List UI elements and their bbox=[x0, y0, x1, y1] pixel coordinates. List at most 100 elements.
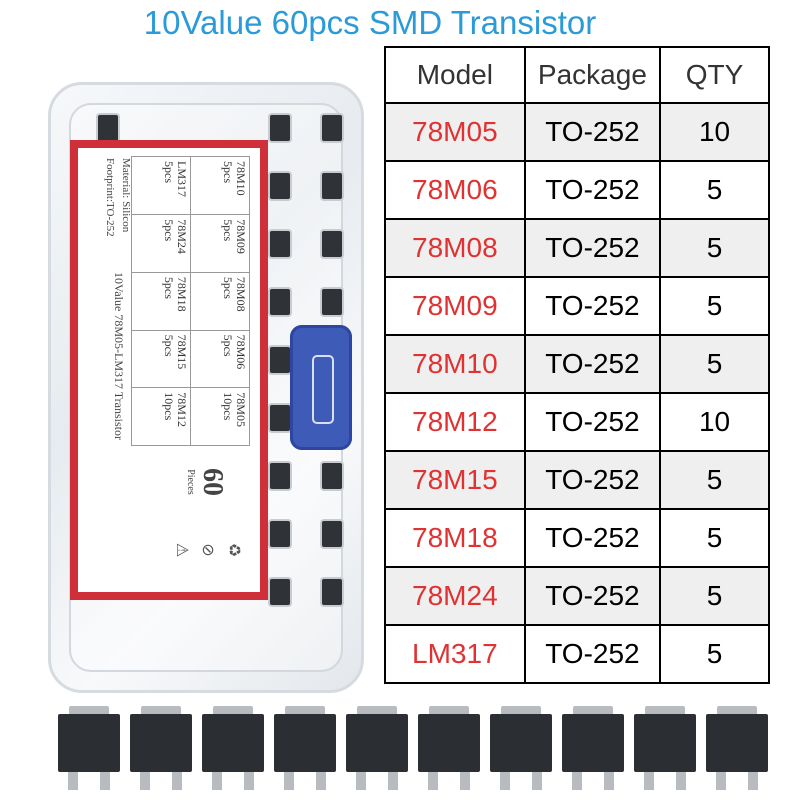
pieces-count: 60 bbox=[197, 468, 228, 496]
spec-header-row: Model Package QTY bbox=[384, 46, 770, 104]
package-leg bbox=[68, 772, 78, 790]
package-body bbox=[562, 714, 624, 772]
package-leg bbox=[316, 772, 326, 790]
to252-package bbox=[202, 706, 264, 794]
transistor-parts-row bbox=[58, 706, 778, 796]
header-package: Package bbox=[523, 46, 662, 104]
transistor-in-box bbox=[322, 579, 342, 605]
package-body bbox=[130, 714, 192, 772]
package-tab bbox=[141, 706, 181, 716]
qty-cell: 10 bbox=[659, 392, 770, 452]
package-body bbox=[346, 714, 408, 772]
product-title: 10Value 60pcs SMD Transistor bbox=[143, 4, 597, 41]
qty-cell: 5 bbox=[659, 566, 770, 626]
to252-package bbox=[418, 706, 480, 794]
to252-package bbox=[346, 706, 408, 794]
model-cell: 78M09 bbox=[384, 276, 526, 336]
to252-package bbox=[706, 706, 768, 794]
package-leg bbox=[212, 772, 222, 790]
package-leg bbox=[356, 772, 366, 790]
package-leg bbox=[460, 772, 470, 790]
model-cell: 78M08 bbox=[384, 218, 526, 278]
qty-cell: 5 bbox=[659, 218, 770, 278]
transistor-in-box bbox=[270, 579, 290, 605]
kit-name: 10Value 78M05-LM317 Transistor bbox=[112, 272, 126, 441]
transistor-in-box bbox=[322, 115, 342, 141]
package-body bbox=[418, 714, 480, 772]
model-cell: 78M10 bbox=[384, 334, 526, 394]
package-tab bbox=[213, 706, 253, 716]
to252-package bbox=[562, 706, 624, 794]
transistor-in-box bbox=[270, 405, 290, 431]
package-cell: TO-252 bbox=[523, 392, 662, 452]
package-leg bbox=[100, 772, 110, 790]
package-tab bbox=[573, 706, 613, 716]
transistor-in-box bbox=[270, 231, 290, 257]
package-cell: TO-252 bbox=[523, 276, 662, 336]
package-body bbox=[58, 714, 120, 772]
package-leg bbox=[716, 772, 726, 790]
package-leg bbox=[572, 772, 582, 790]
qty-cell: 5 bbox=[659, 508, 770, 568]
qty-cell: 5 bbox=[659, 160, 770, 220]
transistor-in-box bbox=[322, 521, 342, 547]
package-tab bbox=[501, 706, 541, 716]
no-children-icon: ⊘ bbox=[199, 543, 216, 557]
package-cell: TO-252 bbox=[523, 624, 662, 684]
package-body bbox=[706, 714, 768, 772]
package-body bbox=[274, 714, 336, 772]
pieces-word: Pieces bbox=[185, 469, 196, 495]
package-leg bbox=[140, 772, 150, 790]
latch-slot bbox=[312, 355, 334, 424]
package-tab bbox=[429, 706, 469, 716]
model-cell: LM317 bbox=[384, 624, 526, 684]
transistor-in-box bbox=[270, 463, 290, 489]
package-tab bbox=[717, 706, 757, 716]
package-tab bbox=[285, 706, 325, 716]
package-leg bbox=[244, 772, 254, 790]
package-body bbox=[634, 714, 696, 772]
footprint-text: Footprint:TO-252 bbox=[104, 158, 116, 237]
material-text: Material: Silicon bbox=[120, 158, 132, 233]
model-cell: 78M18 bbox=[384, 508, 526, 568]
package-body bbox=[202, 714, 264, 772]
package-tab bbox=[357, 706, 397, 716]
transistor-in-box bbox=[322, 289, 342, 315]
package-leg bbox=[644, 772, 654, 790]
to252-package bbox=[490, 706, 552, 794]
package-leg bbox=[532, 772, 542, 790]
package-cell: TO-252 bbox=[523, 566, 662, 626]
model-cell: 78M24 bbox=[384, 566, 526, 626]
qty-cell: 5 bbox=[659, 276, 770, 336]
header-qty: QTY bbox=[659, 46, 770, 104]
qty-cell: 10 bbox=[659, 102, 770, 162]
box-latch bbox=[290, 325, 352, 450]
recycle-icon: ♻ bbox=[225, 542, 242, 558]
package-tab bbox=[69, 706, 109, 716]
to252-package bbox=[130, 706, 192, 794]
transistor-in-box bbox=[270, 173, 290, 199]
package-cell: TO-252 bbox=[523, 334, 662, 394]
transistor-in-box bbox=[270, 115, 290, 141]
model-cell: 78M06 bbox=[384, 160, 526, 220]
package-leg bbox=[428, 772, 438, 790]
package-cell: TO-252 bbox=[523, 508, 662, 568]
